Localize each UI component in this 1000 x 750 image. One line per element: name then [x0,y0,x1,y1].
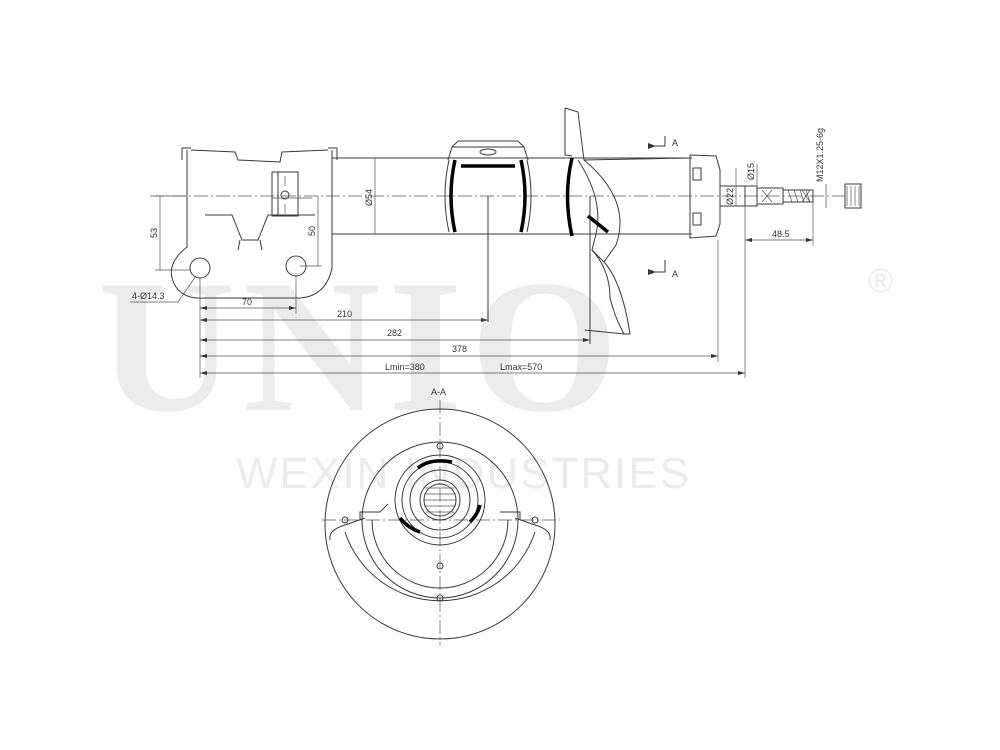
body-tube [332,157,692,235]
dim-body-dia: Ø54 [364,189,374,206]
dimensions: 53 50 4-Ø14.3 70 210 282 [130,128,827,378]
watermark-registered-mark: ® [868,262,893,300]
top-mount [689,154,862,239]
dim-holes: 4-Ø14.3 [132,291,165,301]
spring-rings [444,140,532,322]
dim-thread-spec: M12X1.25-6g [815,128,825,182]
dim-thread-dia: Ø15 [746,163,756,180]
rod-section [419,479,461,521]
section-view: A-A [322,387,560,645]
dim-thread-len: 48.5 [772,229,790,239]
watermark: UNIO ® WEXIN INDUSTRIES [98,242,893,498]
watermark-subtitle: WEXIN INDUSTRIES [236,449,691,498]
dim-53: 53 [149,228,159,238]
spring-seat-ring [394,454,486,546]
dim-rod-dia: Ø22 [725,188,735,205]
section-mark-bottom: A [672,269,678,279]
dim-70: 70 [242,297,252,307]
watermark-brand: UNIO [98,242,626,452]
dim-378: 378 [452,344,467,354]
outer-plate-circle [324,408,556,640]
dim-50: 50 [307,226,317,236]
section-view-title: A-A [431,387,446,397]
top-nut [844,183,862,209]
dim-lmin: Lmin=380 [385,362,425,372]
dim-210: 210 [337,309,352,319]
section-arrows: A A [648,136,678,279]
dim-282: 282 [387,328,402,338]
spring-seat [564,107,691,344]
side-view: A A 53 50 4-Ø14.3 70 [130,107,862,378]
dim-lmax: Lmax=570 [500,362,542,372]
section-mark-top: A [672,138,678,148]
